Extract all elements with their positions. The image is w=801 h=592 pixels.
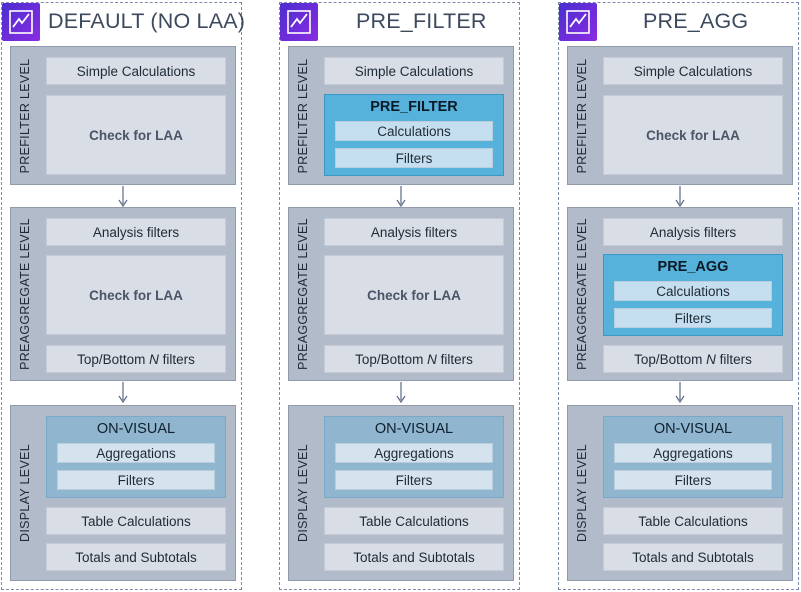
display-level: DISPLAY LEVEL ON-VISUAL Aggregations Fil… <box>567 405 793 581</box>
totals-subtotals-box: Totals and Subtotals <box>46 543 226 571</box>
calculations-box: Calculations <box>614 281 772 301</box>
prefilter-level: PREFILTER LEVEL Simple Calculations Chec… <box>10 46 236 185</box>
topbottom-filters-box: Top/Bottom N filters <box>324 345 504 373</box>
level-label: PREFILTER LEVEL <box>296 58 310 173</box>
level-label: PREFILTER LEVEL <box>18 58 32 173</box>
simple-calculations-box: Simple Calculations <box>324 57 504 85</box>
arrow-down-icon <box>396 186 406 208</box>
pre-agg-title: PRE_AGG <box>657 259 729 275</box>
analysis-filters-box: Analysis filters <box>46 218 226 246</box>
check-for-laa-box: Check for LAA <box>46 95 226 175</box>
filters-box: Filters <box>335 148 493 168</box>
on-visual-title: ON-VISUAL <box>653 421 733 437</box>
column-header: DEFAULT (NO LAA) <box>2 3 245 43</box>
table-calculations-box: Table Calculations <box>603 507 783 535</box>
arrow-down-icon <box>675 382 685 404</box>
preaggregate-level: PREAGGREGATE LEVEL Analysis filters PRE_… <box>567 207 793 381</box>
level-label: PREAGGREGATE LEVEL <box>575 218 589 370</box>
filters-box: Filters <box>614 308 772 328</box>
column-header: PRE_AGG <box>559 3 798 43</box>
check-for-laa-box: Check for LAA <box>603 95 783 175</box>
level-label: PREAGGREGATE LEVEL <box>296 218 310 370</box>
level-label: PREFILTER LEVEL <box>575 58 589 173</box>
on-visual-title: ON-VISUAL <box>374 421 454 437</box>
arrow-down-icon <box>396 382 406 404</box>
simple-calculations-box: Simple Calculations <box>603 57 783 85</box>
pre-filter-title: PRE_FILTER <box>370 99 458 115</box>
check-for-laa-box: Check for LAA <box>46 255 226 335</box>
aggregations-box: Aggregations <box>614 443 772 463</box>
topbottom-filters-box: Top/Bottom N filters <box>603 345 783 373</box>
topbottom-filters-box: Top/Bottom N filters <box>46 345 226 373</box>
pre-agg-group: PRE_AGG Calculations Filters <box>603 254 783 336</box>
arrow-down-icon <box>118 382 128 404</box>
table-calculations-box: Table Calculations <box>324 507 504 535</box>
filters-box: Filters <box>614 470 772 490</box>
on-visual-group: ON-VISUAL Aggregations Filters <box>603 416 783 498</box>
column-default: DEFAULT (NO LAA) PREFILTER LEVEL Simple … <box>1 2 245 590</box>
column-pre-agg: PRE_AGG PREFILTER LEVEL Simple Calculati… <box>558 2 799 590</box>
pre-filter-group: PRE_FILTER Calculations Filters <box>324 94 504 176</box>
preaggregate-level: PREAGGREGATE LEVEL Analysis filters Chec… <box>10 207 236 381</box>
aggregations-box: Aggregations <box>57 443 215 463</box>
arrow-down-icon <box>675 186 685 208</box>
aggregations-box: Aggregations <box>335 443 493 463</box>
on-visual-group: ON-VISUAL Aggregations Filters <box>46 416 226 498</box>
display-level: DISPLAY LEVEL ON-VISUAL Aggregations Fil… <box>288 405 514 581</box>
totals-subtotals-box: Totals and Subtotals <box>324 543 504 571</box>
quicksight-logo-icon <box>2 3 40 41</box>
level-label: DISPLAY LEVEL <box>296 444 310 542</box>
column-title: PRE_FILTER <box>356 9 487 33</box>
level-label: DISPLAY LEVEL <box>18 444 32 542</box>
column-title: PRE_AGG <box>643 9 749 33</box>
check-for-laa-box: Check for LAA <box>324 255 504 335</box>
filters-box: Filters <box>335 470 493 490</box>
analysis-filters-box: Analysis filters <box>603 218 783 246</box>
analysis-filters-box: Analysis filters <box>324 218 504 246</box>
prefilter-level: PREFILTER LEVEL Simple Calculations Chec… <box>567 46 793 185</box>
arrow-down-icon <box>118 186 128 208</box>
display-level: DISPLAY LEVEL ON-VISUAL Aggregations Fil… <box>10 405 236 581</box>
totals-subtotals-box: Totals and Subtotals <box>603 543 783 571</box>
column-title: DEFAULT (NO LAA) <box>48 9 246 33</box>
on-visual-title: ON-VISUAL <box>96 421 176 437</box>
prefilter-level: PREFILTER LEVEL Simple Calculations PRE_… <box>288 46 514 185</box>
table-calculations-box: Table Calculations <box>46 507 226 535</box>
column-pre-filter: PRE_FILTER PREFILTER LEVEL Simple Calcul… <box>279 2 520 590</box>
simple-calculations-box: Simple Calculations <box>46 57 226 85</box>
column-header: PRE_FILTER <box>280 3 519 43</box>
preaggregate-level: PREAGGREGATE LEVEL Analysis filters Chec… <box>288 207 514 381</box>
quicksight-logo-icon <box>280 3 318 41</box>
quicksight-logo-icon <box>559 3 597 41</box>
level-label: PREAGGREGATE LEVEL <box>18 218 32 370</box>
calculations-box: Calculations <box>335 121 493 141</box>
on-visual-group: ON-VISUAL Aggregations Filters <box>324 416 504 498</box>
level-label: DISPLAY LEVEL <box>575 444 589 542</box>
filters-box: Filters <box>57 470 215 490</box>
